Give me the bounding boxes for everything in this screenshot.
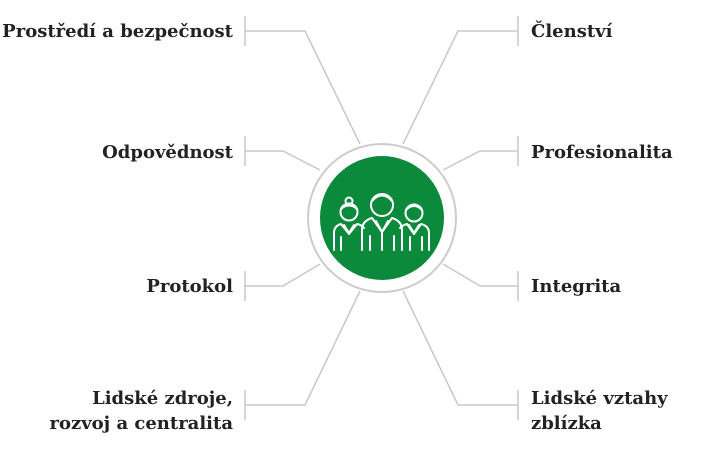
topic-label-left-3: Protokol	[146, 274, 233, 299]
topic-label-text: Profesionalita	[531, 142, 673, 163]
hub	[307, 143, 457, 293]
topic-label-text: Lidské vztahy	[531, 388, 668, 409]
topic-label-left-1: Prostředí a bezpečnost	[2, 19, 233, 44]
connector-right-1-elbow	[402, 30, 518, 145]
topic-label-right-3: Integrita	[531, 274, 621, 299]
topic-label-text: Členství	[531, 21, 613, 42]
connector-left-2-elbow	[245, 150, 321, 171]
topic-label-right-1: Členství	[531, 19, 612, 44]
topic-label-right-4: Lidské vztahy zblízka	[531, 386, 668, 436]
topic-label-text: zblízka	[531, 413, 602, 434]
people-group-icon	[333, 193, 430, 251]
topic-label-text: rozvoj a centralita	[49, 413, 234, 434]
connector-right-3-elbow	[442, 263, 518, 287]
connector-right-4-elbow	[402, 290, 518, 406]
connectors-left	[244, 16, 361, 420]
hub-circle	[320, 156, 444, 280]
topic-label-text: Prostředí a bezpečnost	[2, 21, 233, 42]
connector-left-3-elbow	[245, 263, 321, 287]
topic-label-text: Integrita	[531, 276, 622, 297]
connectors-right	[402, 16, 519, 420]
topic-label-text: Lidské zdroje,	[92, 388, 233, 409]
connector-left-1-elbow	[245, 30, 361, 145]
connector-right-2-elbow	[442, 150, 518, 171]
topic-label-left-2: Odpovědnost	[102, 140, 233, 165]
topic-label-text: Protokol	[146, 276, 233, 297]
connector-left-4-elbow	[245, 290, 361, 406]
topic-label-right-2: Profesionalita	[531, 140, 673, 165]
topic-label-left-4: Lidské zdroje, rozvoj a centralita	[50, 386, 234, 436]
topic-label-text: Odpovědnost	[102, 142, 233, 163]
